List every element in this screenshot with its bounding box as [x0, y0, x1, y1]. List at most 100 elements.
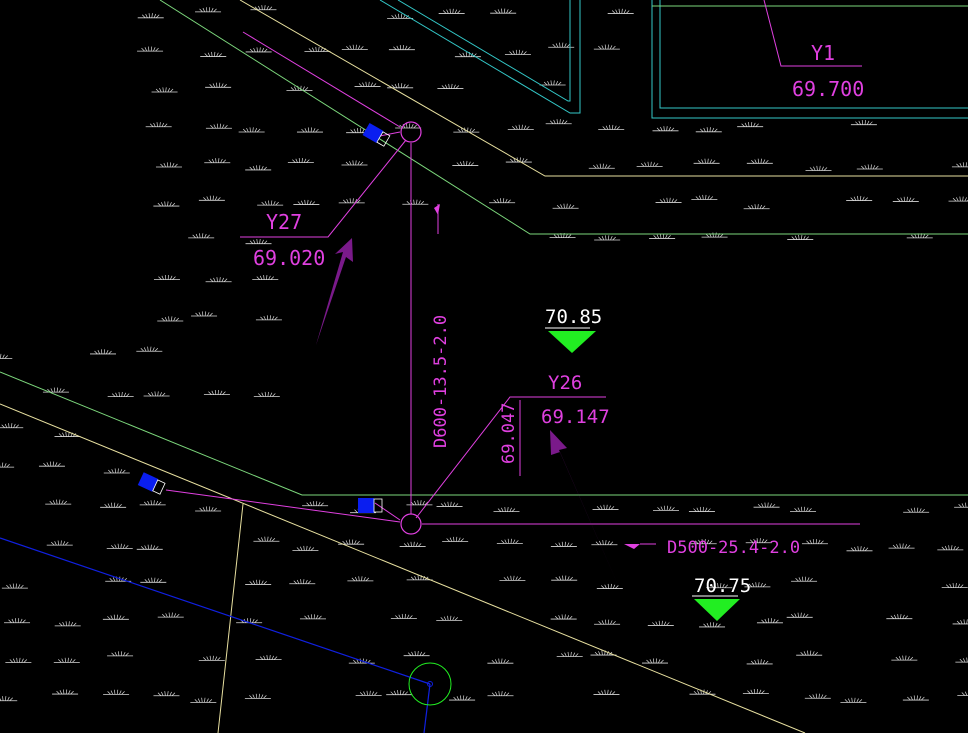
grass-hatch-icon	[198, 195, 225, 201]
grass-hatch-icon	[245, 579, 272, 585]
grass-hatch-icon	[145, 122, 172, 128]
spot-elevation-markers	[545, 327, 740, 621]
inlet-top-icon[interactable]	[362, 122, 391, 147]
grass-hatch-icon	[238, 127, 265, 133]
grass-hatch-icon	[552, 203, 579, 209]
grass-hatch-icon	[198, 655, 225, 661]
grass-hatch-icon	[257, 200, 284, 206]
grass-hatch-icon	[753, 502, 780, 508]
inlet-left-icon[interactable]	[137, 472, 166, 495]
grass-hatch-icon	[137, 46, 164, 52]
grass-hatch-icon	[250, 5, 277, 11]
elevation-marker-icon-1[interactable]	[548, 331, 596, 353]
grass-hatch-icon	[636, 161, 663, 167]
grass-hatch-icon	[642, 658, 669, 664]
grass-hatch-icon	[551, 575, 578, 581]
grass-hatch-icon	[504, 49, 531, 55]
grass-hatch-icon	[786, 612, 813, 618]
grass-hatch-icon	[244, 693, 271, 699]
elevation-marker-icon-2[interactable]	[694, 599, 740, 621]
grass-hatch-icon	[594, 619, 621, 625]
upper-road-edge-green	[159, 0, 968, 235]
y1-label: Y1	[811, 41, 835, 65]
grass-hatch-layer	[0, 5, 968, 703]
grass-hatch-icon	[856, 164, 883, 170]
grass-hatch-icon	[255, 655, 282, 661]
grass-hatch-icon	[143, 391, 170, 397]
y1-elevation: 69.700	[792, 77, 864, 101]
grass-hatch-icon	[153, 274, 180, 281]
grass-hatch-icon	[203, 389, 230, 396]
grass-hatch-icon	[200, 51, 227, 57]
y26-invert: 69.047	[499, 403, 519, 464]
grass-hatch-icon	[951, 162, 968, 168]
grass-hatch-icon	[840, 697, 867, 703]
grass-hatch-icon	[4, 618, 31, 624]
green-valve-center-icon	[427, 681, 433, 687]
grass-hatch-icon	[296, 127, 323, 133]
pipe-from-inlet-left	[165, 489, 401, 523]
grass-hatch-icon	[195, 506, 222, 512]
grass-hatch-icon	[252, 275, 279, 281]
y26-leader	[415, 396, 606, 519]
pointer-arrows	[316, 238, 622, 594]
grass-hatch-icon	[454, 52, 481, 58]
grass-hatch-icon	[205, 277, 232, 283]
grass-hatch-icon	[652, 126, 679, 132]
grass-hatch-icon	[100, 502, 127, 508]
grass-hatch-icon	[0, 423, 24, 429]
grass-hatch-icon	[255, 315, 282, 321]
grass-hatch-icon	[699, 622, 726, 628]
y26-label: Y26	[548, 372, 582, 394]
storm-inlets	[137, 122, 391, 513]
grass-hatch-icon	[157, 612, 184, 618]
grass-hatch-icon	[299, 614, 326, 620]
grass-hatch-icon	[136, 544, 163, 550]
grass-hatch-icon	[487, 658, 514, 664]
manholes	[400, 121, 452, 706]
y1-leader	[763, 0, 862, 67]
grass-hatch-icon	[493, 506, 520, 513]
grass-hatch-icon	[403, 651, 430, 657]
grass-hatch-icon	[157, 316, 184, 322]
grass-hatch-icon	[354, 81, 381, 87]
grass-hatch-icon	[937, 545, 964, 551]
grass-hatch-icon	[90, 349, 117, 355]
grass-hatch-icon	[791, 576, 818, 582]
grass-hatch-icon	[652, 505, 679, 511]
upper-road-edge-yellow	[239, 0, 968, 177]
grass-hatch-icon	[452, 160, 479, 166]
y27-elevation: 69.020	[253, 246, 325, 270]
manhole-y26-icon[interactable]	[400, 513, 422, 535]
grass-hatch-icon	[903, 507, 930, 513]
lower-road-edge-green	[0, 371, 968, 496]
grass-hatch-icon	[746, 158, 773, 164]
green-valve-circle-icon[interactable]	[408, 662, 452, 706]
grass-hatch-icon	[103, 689, 130, 695]
grass-hatch-icon	[801, 539, 828, 545]
grass-hatch-icon	[746, 659, 773, 665]
y27-leader	[240, 139, 407, 238]
y26-elevation: 69.147	[541, 406, 610, 428]
grass-hatch-icon	[438, 8, 465, 14]
grass-hatch-icon	[195, 7, 222, 13]
grass-hatch-icon	[151, 87, 178, 93]
grass-hatch-icon	[355, 690, 382, 696]
grass-hatch-icon	[102, 614, 129, 620]
grass-hatch-icon	[53, 657, 80, 663]
grass-hatch-icon	[591, 540, 618, 546]
inlet-bottom-icon[interactable]	[358, 498, 383, 513]
grass-hatch-icon	[245, 239, 272, 245]
grass-hatch-icon	[287, 157, 314, 164]
grass-hatch-icon	[436, 501, 463, 507]
building-outline-left-inner	[397, 0, 571, 102]
grass-hatch-icon	[442, 536, 469, 542]
grass-hatch-icon	[5, 657, 32, 663]
text-labels: Y1 69.700 Y27 69.020 Y26 69.147 69.047 D…	[253, 41, 864, 597]
grass-hatch-icon	[756, 618, 783, 624]
grass-hatch-icon	[54, 621, 81, 627]
building-outline-right-inner	[659, 0, 968, 109]
manhole-y27-icon[interactable]	[400, 121, 422, 143]
